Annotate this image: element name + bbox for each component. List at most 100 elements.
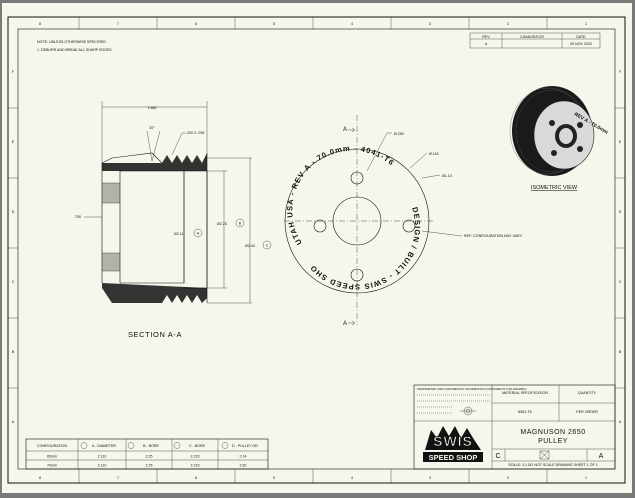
config-header: D - PULLEY OD — [232, 444, 258, 448]
section-label: SECTION A-A — [128, 330, 182, 339]
zone-col-bottom: 8 — [39, 476, 41, 480]
zone-col-top: 5 — [273, 22, 275, 26]
dim-hole-dia: Ø.250 — [394, 132, 404, 136]
section-marker-top: A — [343, 127, 347, 133]
bolt-hole-top — [350, 171, 364, 185]
config-cell: 2.110 — [98, 455, 107, 459]
quantity-header: QUANTITY — [578, 391, 597, 395]
rev-header: REV — [482, 35, 490, 39]
config-header: B - BORE — [143, 444, 159, 448]
zone-row-left: B — [12, 350, 15, 354]
zone-col-bottom: 6 — [195, 476, 197, 480]
dim-bolt-circle: Ø1.10 — [442, 174, 452, 178]
isometric-view: REV A - 70.0mm ISOMETRIC VIEW — [509, 86, 609, 191]
section-hatch-bottom — [102, 283, 207, 303]
zone-row-left: A — [12, 420, 15, 424]
config-table: CONFIGURATION A - DIAMETER B - BORE C - BOR… — [25, 438, 269, 470]
bolt-hole-left — [313, 219, 327, 233]
config-cell: 2.14 — [240, 455, 247, 459]
zone-col-top: 6 — [195, 22, 197, 26]
zone-col-bottom: 4 — [351, 476, 353, 480]
dia-b: Ø2.25 — [217, 222, 227, 226]
zone-row-left: F — [12, 70, 15, 74]
date-header: DATE — [576, 35, 586, 39]
title-rev: A — [599, 453, 604, 460]
config-cell: 70mm — [47, 464, 57, 468]
zone-col-top: 3 — [429, 22, 431, 26]
config-header-badge — [127, 442, 135, 449]
pulley-outer-circle — [284, 148, 430, 294]
dim-width: 1.880 — [148, 106, 157, 110]
date-value: 20 NOV 2023 — [570, 42, 592, 46]
section-hatch-top — [102, 153, 207, 171]
config-cell: 2.215 — [191, 464, 200, 468]
engraving-top: UTAH USA - REV A - 70.0mm - 4041-T6 — [285, 144, 396, 247]
dim-chamfer-angle: 30° — [149, 126, 155, 130]
zone-col-bottom: 3 — [429, 476, 431, 480]
zone-col-top: 2 — [507, 22, 509, 26]
rev-value: A — [485, 42, 488, 46]
zone-row-left: E — [12, 140, 15, 144]
note-config-varies: REF: CONFIGURATION MAY VARY — [464, 234, 523, 238]
iso-label: ISOMETRIC VIEW — [531, 185, 578, 191]
zone-col-top: 4 — [351, 22, 353, 26]
zone-row-left: D — [12, 210, 15, 214]
dim-chamfer: Ø.118 — [429, 152, 439, 156]
dim-thread: 200 X .035 — [187, 131, 204, 135]
center-bore — [332, 196, 382, 246]
zone-row-left: C — [12, 280, 15, 284]
dim-left: .750 — [74, 215, 81, 219]
section-view: 1.880 30° 200 X .035 .750 Ø2.11 A Ø2.25 … — [74, 101, 272, 339]
config-header-badge — [173, 442, 181, 449]
config-cell: 2.110 — [98, 464, 107, 468]
zone-row-right: C — [619, 280, 622, 284]
dia-a: Ø2.11 — [174, 232, 184, 236]
scale-line: SCALE: 1:1 DO NOT SCALE DRAWING SHEET 1 … — [508, 463, 598, 467]
part-name-line2: PULLEY — [538, 438, 568, 445]
stamp-box — [539, 450, 550, 460]
change-header: CHANGE/ECR — [520, 35, 544, 39]
zone-row-right: D — [619, 210, 622, 214]
material-header: MATERIAL SPECIFICATION — [502, 391, 548, 395]
config-cell: 2.25 — [146, 455, 153, 459]
zone-col-top: 8 — [39, 22, 41, 26]
config-header-badge — [221, 442, 229, 449]
section-marker-bottom: A — [343, 321, 347, 327]
zone-col-top: 7 — [117, 22, 119, 26]
config-cell: 65mm — [47, 455, 57, 459]
zone-col-bottom: 1 — [585, 476, 587, 480]
callout-c: C — [266, 244, 269, 248]
config-header: A - DIAMETER — [92, 444, 116, 448]
callout-a: A — [197, 232, 200, 236]
notes-title: NOTE: UNLESS OTHERWISE SPECIFIED — [37, 40, 106, 44]
zone-row-right: A — [619, 420, 622, 424]
revision-table: REV CHANGE/ECR DATE A 20 NOV 2023 — [469, 32, 601, 49]
zone-row-right: B — [619, 350, 622, 354]
config-cell: 2.25 — [146, 464, 153, 468]
dia-c: Ø2.44 — [245, 244, 255, 248]
zone-col-bottom: 2 — [507, 476, 509, 480]
bolt-hole-right — [402, 219, 416, 233]
zone-col-bottom: 5 — [273, 476, 275, 480]
quantity-value: PER ORDER — [576, 410, 598, 414]
zone-col-top: 1 — [585, 22, 587, 26]
zone-row-right: F — [619, 70, 622, 74]
config-cell: 2.82 — [240, 464, 247, 468]
zone-row-right: E — [619, 140, 622, 144]
bolt-hole-bottom — [350, 268, 364, 282]
logo-text-top: SWIS — [433, 433, 473, 449]
sheet-size: C — [495, 453, 500, 460]
config-header: CONFIGURATION — [37, 444, 67, 448]
config-header: C - BORE — [189, 444, 206, 448]
callout-b: B — [239, 222, 242, 226]
config-header-badge — [80, 442, 88, 449]
zone-col-bottom: 7 — [117, 476, 119, 480]
material-value: 6061-T6 — [518, 410, 531, 414]
inner-border — [17, 28, 616, 470]
title-block: PROPRIETARY AND CONFIDENTIAL INFORMATION… — [413, 384, 616, 470]
config-cell: 2.215 — [191, 455, 200, 459]
disclaimer: PROPRIETARY AND CONFIDENTIAL INFORMATION… — [417, 387, 527, 391]
outer-border — [7, 16, 626, 484]
